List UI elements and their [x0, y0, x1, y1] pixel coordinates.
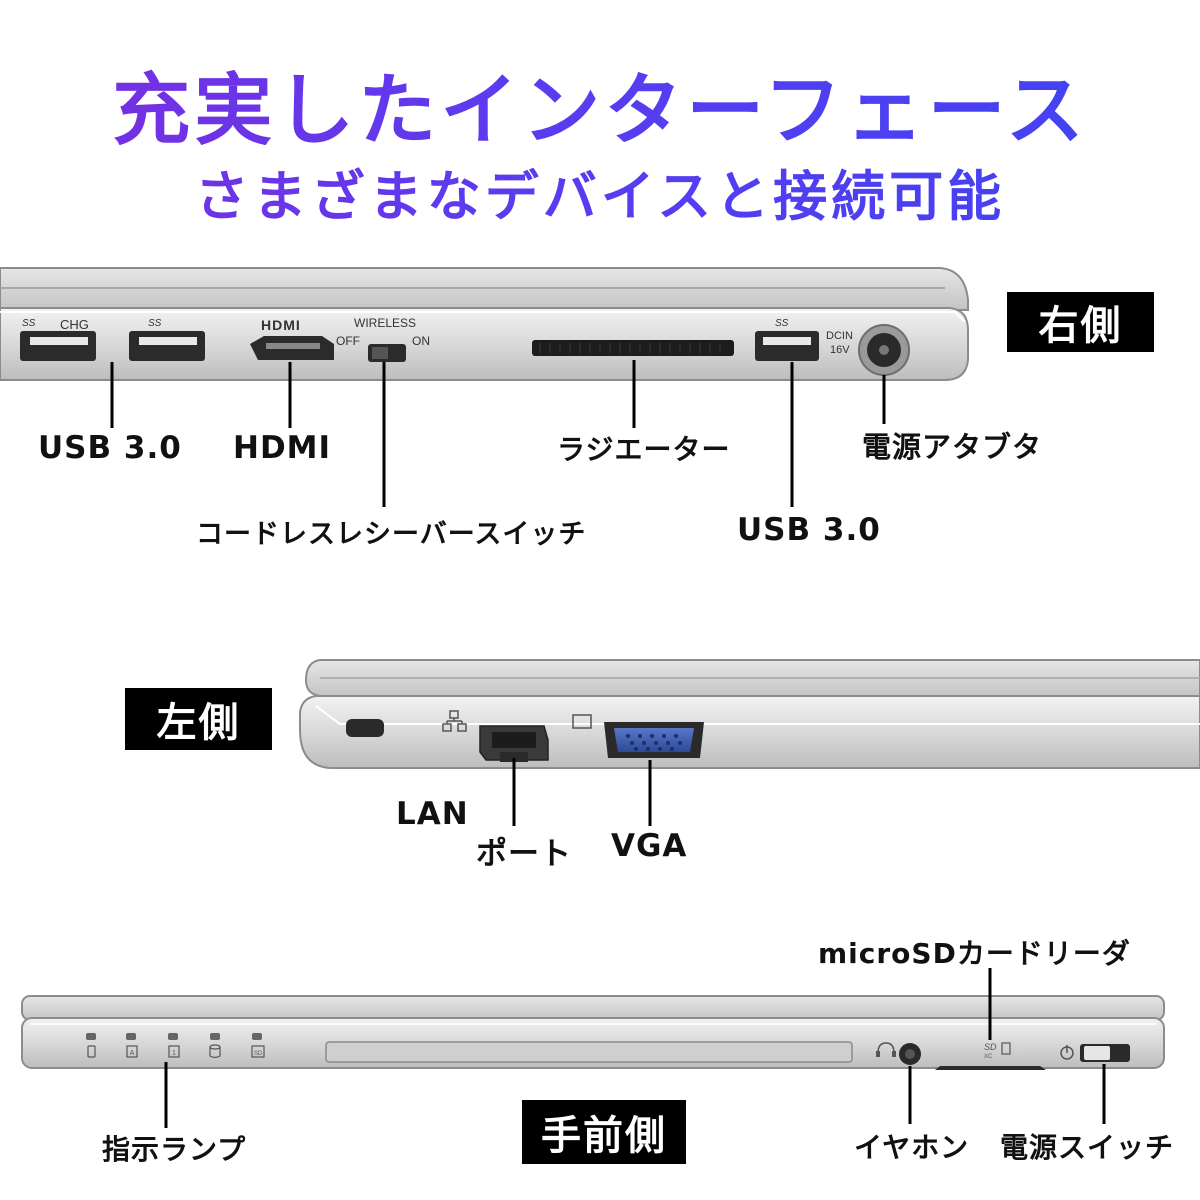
usb-ss-icon-3: SS — [775, 318, 789, 329]
hdmi-callout: HDMI — [233, 430, 332, 466]
usb-right-callout: USB 3.0 — [737, 512, 881, 548]
dcin-label: DCIN — [826, 330, 853, 342]
usb-chg-label: CHG — [60, 317, 89, 332]
wireless-on-label: ON — [412, 334, 430, 348]
left-side-badge: 左側 — [125, 688, 272, 750]
lan-port-callout: ポート — [476, 836, 572, 872]
front-side-badge: 手前側 — [522, 1100, 686, 1164]
svg-text:1: 1 — [172, 1050, 176, 1057]
wireless-switch-callout: コードレスレシーバースイッチ — [196, 519, 587, 550]
hdmi-logo: HDMI — [261, 317, 301, 333]
microsd-callout: microSDカードリーダ — [818, 937, 1131, 970]
right-side-laptop — [0, 267, 969, 381]
radiator-callout: ラジエーター — [557, 433, 731, 466]
wireless-off-label: OFF — [336, 334, 360, 348]
indicator-callout: 指示ランプ — [102, 1133, 247, 1166]
usb-left-callout: USB 3.0 — [38, 430, 182, 466]
svg-text:SD: SD — [984, 1042, 997, 1052]
front-side-laptop: A 1 SD SD XC — [21, 995, 1165, 1070]
svg-text:A: A — [130, 1050, 135, 1057]
page-subtitle: さまざまなデバイスと接続可能 — [0, 152, 1200, 231]
left-side-laptop — [299, 659, 1200, 769]
wireless-label: WIRELESS — [354, 316, 417, 330]
callout-lines — [110, 360, 1106, 1128]
usb-ss-icon: SS — [22, 318, 36, 329]
usb-ss-icon-2: SS — [148, 318, 162, 329]
vga-callout: VGA — [611, 828, 688, 864]
dc-voltage-label: 16V — [830, 344, 850, 356]
page-title: 充実したインターフェース — [0, 48, 1200, 160]
earphone-callout: イヤホン — [854, 1131, 970, 1164]
svg-text:XC: XC — [984, 1054, 993, 1060]
lan-callout: LAN — [396, 796, 469, 832]
power-adapter-callout: 電源アタブタ — [862, 430, 1043, 464]
svg-text:SD: SD — [254, 1051, 263, 1057]
right-side-badge: 右側 — [1007, 292, 1154, 352]
power-switch-callout: 電源スイッチ — [1000, 1131, 1175, 1164]
